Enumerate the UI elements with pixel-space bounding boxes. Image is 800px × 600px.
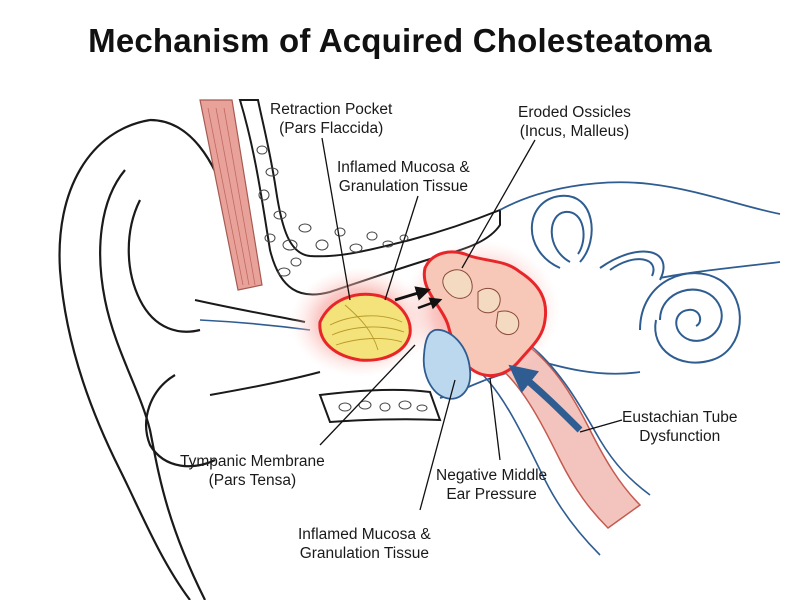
ossicle-fragments xyxy=(442,269,520,335)
bone-texture-lower xyxy=(338,400,428,412)
cochlea xyxy=(639,272,741,364)
label-tympanic-membrane: Tympanic Membrane (Pars Tensa) xyxy=(180,453,325,489)
bone-texture xyxy=(256,145,409,277)
eustachian-tube-outer xyxy=(477,369,601,556)
label-eustachian-tube: Eustachian Tube Dysfunction xyxy=(622,409,738,445)
pocket-arrow-2 xyxy=(417,297,443,310)
pocket-arrow xyxy=(394,286,431,302)
label-negative-pressure: Negative Middle Ear Pressure xyxy=(436,467,548,503)
tympanic-membrane xyxy=(422,329,472,400)
label-retraction-pocket: Retraction Pocket (Pars Flaccida) xyxy=(270,101,393,137)
label-inflamed-mucosa-bottom: Inflamed Mucosa & Granulation Tissue xyxy=(298,526,431,562)
temporal-bone-upper xyxy=(238,99,501,296)
semicircular-canals xyxy=(530,194,665,281)
pocket-striations xyxy=(329,304,405,351)
label-inflamed-mucosa-top: Inflamed Mucosa & Granulation Tissue xyxy=(337,159,470,195)
pressure-arrow xyxy=(508,364,583,433)
pinna-outline xyxy=(58,118,232,600)
page-title: Mechanism of Acquired Cholesteatoma xyxy=(88,22,712,59)
leader-lines xyxy=(319,137,623,511)
label-eroded-ossicles: Eroded Ossicles (Incus, Malleus) xyxy=(518,104,631,140)
eustachian-tube-inner xyxy=(529,344,651,496)
muscle-fibers xyxy=(207,107,256,286)
